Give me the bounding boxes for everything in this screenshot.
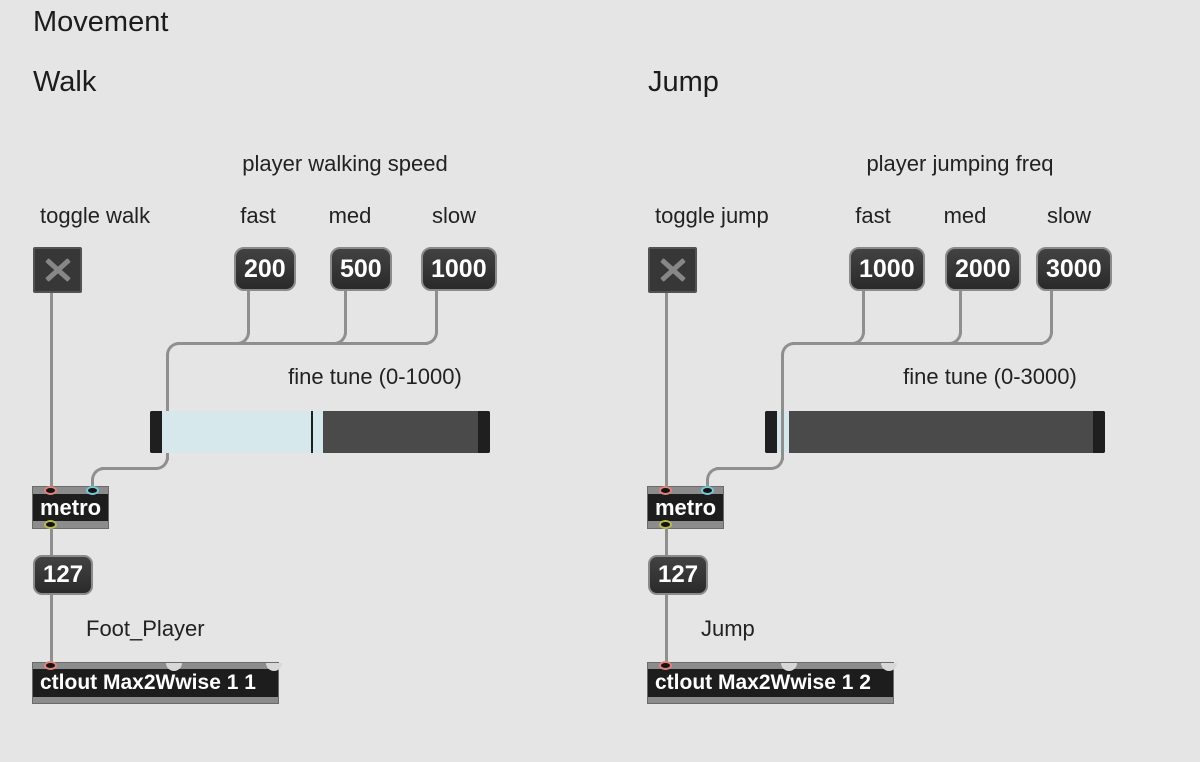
- patch-cable: [665, 292, 668, 488]
- patch-cable: [665, 594, 668, 665]
- metro-object-label: metro: [655, 494, 717, 520]
- patch-cable: [771, 457, 784, 470]
- toggle-checkbox[interactable]: [33, 247, 82, 293]
- patch-cable: [959, 291, 962, 334]
- patch-cable: [716, 467, 772, 470]
- group-label: player jumping freq: [866, 151, 1054, 176]
- patch-cable: [706, 467, 719, 480]
- output-comment: Foot_Player: [86, 616, 205, 641]
- preset-button-fast[interactable]: 1000: [849, 247, 925, 291]
- slider-fill: [162, 411, 311, 453]
- patch-cable: [781, 342, 794, 355]
- patch-cable: [247, 291, 250, 334]
- patch-cable: [91, 467, 104, 480]
- preset-button-slow[interactable]: 1000: [421, 247, 497, 291]
- ctlout-object-label: ctlout Max2Wwise 1 2: [655, 671, 871, 694]
- slider-fill: [313, 411, 323, 453]
- preset-label-fast: fast: [855, 203, 891, 228]
- x-icon: [650, 249, 695, 291]
- slider-knob[interactable]: [311, 411, 313, 453]
- ctlout-object: ctlout Max2Wwise 1 1: [33, 661, 282, 703]
- velocity-message[interactable]: 127: [648, 555, 709, 595]
- inlet-dot-icon: [86, 486, 99, 495]
- section-walk: Walk player walking speed toggle walk fa…: [0, 0, 585, 762]
- patch-cable: [665, 527, 668, 557]
- preset-button-med[interactable]: 500: [330, 247, 392, 291]
- velocity-message[interactable]: 127: [33, 555, 94, 595]
- slider-left-cap: [150, 411, 162, 453]
- metro-object: metro: [33, 486, 108, 529]
- patch-cable: [344, 291, 347, 334]
- inlet-dot-icon: [659, 661, 672, 670]
- outlet-dot-icon: [44, 520, 57, 529]
- patch-cable: [781, 354, 784, 460]
- patch-cable: [166, 342, 179, 355]
- preset-label-slow: slow: [431, 203, 476, 228]
- preset-button-slow[interactable]: 3000: [1036, 247, 1112, 291]
- inlet-dot-icon: [44, 486, 57, 495]
- preset-label-med: med: [328, 203, 372, 228]
- slider-left-cap: [765, 411, 777, 453]
- inlet-notch-icon: [166, 663, 182, 671]
- patch-cable: [50, 527, 53, 557]
- patch-cable: [101, 467, 157, 470]
- outlet-dot-icon: [659, 520, 672, 529]
- preset-button-med[interactable]: 2000: [945, 247, 1021, 291]
- inlet-notch-icon: [781, 663, 797, 671]
- patch-cable: [435, 291, 438, 334]
- patch-cable: [1050, 291, 1053, 334]
- metro-object: metro: [648, 486, 723, 529]
- toggle-label: toggle jump: [655, 203, 769, 228]
- patch-cable: [177, 342, 428, 345]
- inlet-dot-icon: [659, 486, 672, 495]
- metro-object-label: metro: [40, 494, 102, 520]
- preset-label-slow: slow: [1046, 203, 1091, 228]
- inlet-notch-icon: [266, 663, 282, 671]
- patch-cable: [50, 292, 53, 488]
- fine-tune-label: fine tune (0-1000): [288, 364, 462, 389]
- inlet-notch-icon: [881, 663, 897, 671]
- preset-label-med: med: [943, 203, 987, 228]
- slider-right-cap: [478, 411, 490, 453]
- patch-cable: [792, 342, 1043, 345]
- inlet-dot-icon: [701, 486, 714, 495]
- output-comment: Jump: [701, 616, 755, 641]
- fine-tune-slider[interactable]: [765, 411, 1105, 453]
- patch-cable: [91, 479, 94, 489]
- fine-tune-slider[interactable]: [150, 411, 490, 453]
- section-jump: Jump player jumping freq toggle jump fas…: [615, 0, 1200, 762]
- ctlout-object: ctlout Max2Wwise 1 2: [648, 661, 897, 703]
- patch-cable: [50, 594, 53, 665]
- x-icon: [35, 249, 80, 291]
- ctlout-object-label: ctlout Max2Wwise 1 1: [40, 671, 256, 694]
- inlet-dot-icon: [44, 661, 57, 670]
- section-heading: Jump: [648, 66, 719, 98]
- slider-right-cap: [1093, 411, 1105, 453]
- patch-cable: [706, 479, 709, 489]
- patch-cable: [781, 411, 784, 453]
- preset-label-fast: fast: [240, 203, 276, 228]
- section-heading: Walk: [33, 66, 97, 98]
- toggle-label: toggle walk: [40, 203, 151, 228]
- patch-cable: [862, 291, 865, 334]
- preset-button-fast[interactable]: 200: [234, 247, 296, 291]
- patch-cable: [156, 457, 169, 470]
- patch-cable: [166, 354, 169, 460]
- toggle-checkbox[interactable]: [648, 247, 697, 293]
- page-title: Movement: [33, 6, 169, 38]
- group-label: player walking speed: [242, 151, 448, 176]
- fine-tune-label: fine tune (0-3000): [903, 364, 1077, 389]
